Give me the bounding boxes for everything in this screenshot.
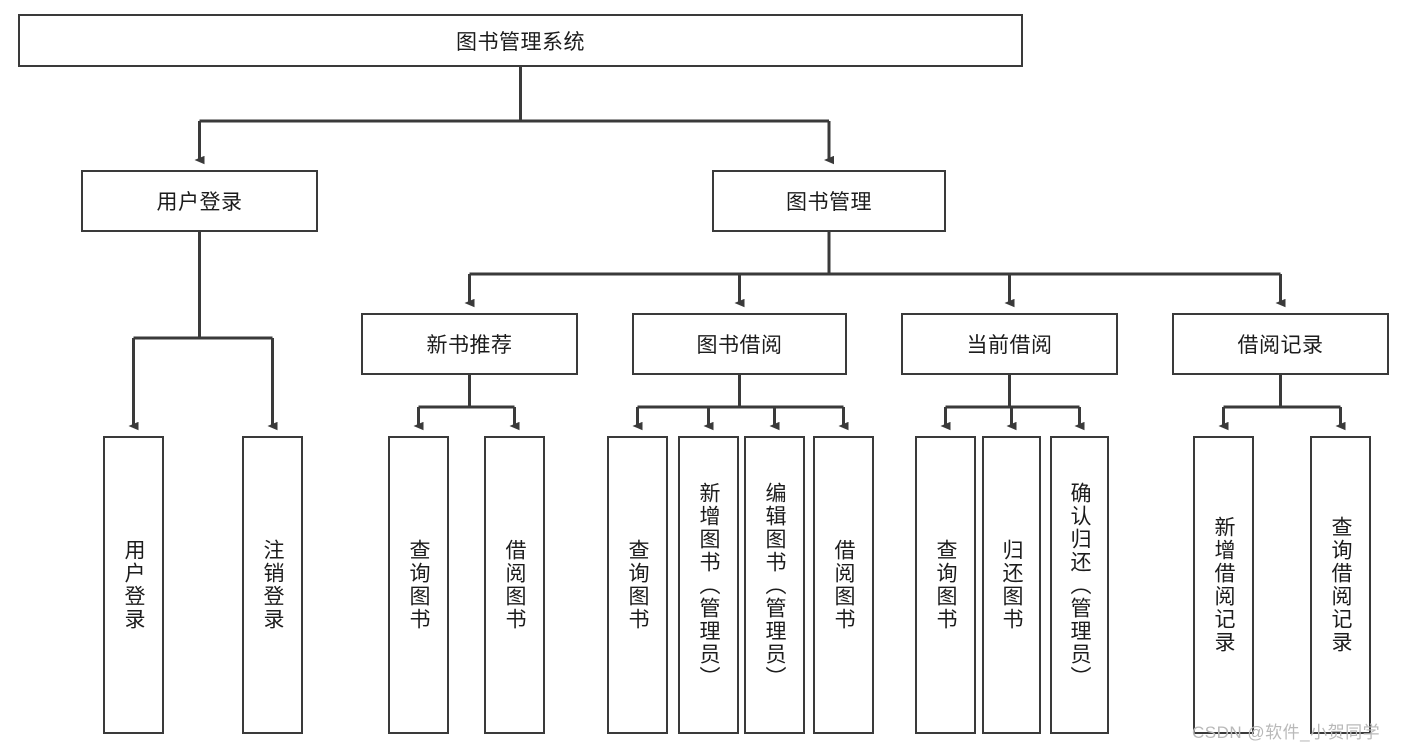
node-leaf-borrow-book-recommend[interactable]: 借阅图书 bbox=[484, 436, 545, 734]
node-leaf-query-book-recommend[interactable]: 查询图书 bbox=[388, 436, 449, 734]
node-leaf-borrow-book[interactable]: 借阅图书 bbox=[813, 436, 874, 734]
node-leaf-confirm-return-admin[interactable]: 确认归还（管理员） bbox=[1050, 436, 1109, 734]
node-leaf-logout[interactable]: 注销登录 bbox=[242, 436, 303, 734]
node-leaf-edit-book-admin[interactable]: 编辑图书（管理员） bbox=[744, 436, 805, 734]
node-label: 新增借阅记录 bbox=[1212, 516, 1235, 654]
node-new-book-recommend[interactable]: 新书推荐 bbox=[361, 313, 578, 375]
node-label: 注销登录 bbox=[261, 539, 284, 631]
node-current-borrow[interactable]: 当前借阅 bbox=[901, 313, 1118, 375]
node-label: 当前借阅 bbox=[966, 334, 1053, 357]
node-label: 查询图书 bbox=[407, 539, 430, 631]
node-label: 借阅图书 bbox=[832, 539, 855, 631]
node-leaf-add-borrow-record[interactable]: 新增借阅记录 bbox=[1193, 436, 1254, 734]
node-label: 归还图书 bbox=[1000, 539, 1023, 631]
node-leaf-user-login[interactable]: 用户登录 bbox=[103, 436, 164, 734]
node-label: 用户登录 bbox=[156, 191, 243, 214]
node-book-management[interactable]: 图书管理 bbox=[712, 170, 946, 232]
node-book-borrow[interactable]: 图书借阅 bbox=[632, 313, 847, 375]
node-label: 借阅图书 bbox=[503, 539, 526, 631]
node-label: 图书管理 bbox=[786, 191, 872, 214]
node-leaf-return-book[interactable]: 归还图书 bbox=[982, 436, 1041, 734]
node-label: 确认归还（管理员） bbox=[1068, 481, 1091, 689]
node-label: 查询图书 bbox=[626, 539, 649, 631]
node-leaf-query-book-current[interactable]: 查询图书 bbox=[915, 436, 976, 734]
node-label: 图书借阅 bbox=[696, 334, 783, 357]
node-leaf-query-borrow-record[interactable]: 查询借阅记录 bbox=[1310, 436, 1371, 734]
node-leaf-add-book-admin[interactable]: 新增图书（管理员） bbox=[678, 436, 739, 734]
node-leaf-query-book[interactable]: 查询图书 bbox=[607, 436, 668, 734]
node-label: 查询借阅记录 bbox=[1329, 516, 1352, 654]
node-label: 借阅记录 bbox=[1237, 334, 1324, 357]
node-label: 编辑图书（管理员） bbox=[763, 481, 786, 689]
node-label: 查询图书 bbox=[934, 539, 957, 631]
node-borrow-record[interactable]: 借阅记录 bbox=[1172, 313, 1389, 375]
node-root[interactable]: 图书管理系统 bbox=[18, 14, 1023, 67]
node-label: 新增图书（管理员） bbox=[697, 481, 720, 689]
node-label: 图书管理系统 bbox=[456, 30, 585, 54]
node-label: 新书推荐 bbox=[426, 334, 513, 357]
node-user-login[interactable]: 用户登录 bbox=[81, 170, 318, 232]
node-label: 用户登录 bbox=[122, 539, 145, 631]
watermark: CSDN @软件_小贺同学 bbox=[1192, 723, 1381, 742]
